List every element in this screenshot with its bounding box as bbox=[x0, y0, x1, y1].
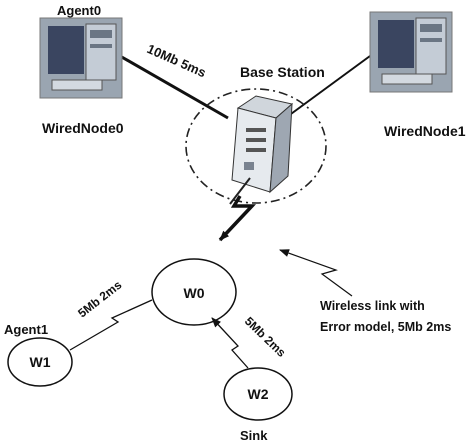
wireless-node-w0: W0 bbox=[151, 258, 237, 326]
w1-label: W1 bbox=[30, 354, 51, 370]
w2-circle bbox=[223, 367, 293, 421]
wireless-node-w1: Agent1 W1 bbox=[4, 322, 73, 387]
antenna-icon bbox=[229, 177, 251, 205]
wired-link-node1-base bbox=[279, 55, 371, 123]
wired-node-1: WiredNode1 bbox=[369, 11, 466, 139]
sink-label: Sink bbox=[240, 428, 268, 443]
annotation-line-2: Error model, 5Mb 2ms bbox=[320, 320, 451, 334]
w2-w0-link-label: 5Mb 2ms bbox=[242, 314, 289, 360]
computer-icon bbox=[39, 17, 123, 99]
base-station-coverage bbox=[185, 88, 327, 204]
wired-node-0-label: WiredNode0 bbox=[42, 120, 124, 136]
w2-label: W2 bbox=[248, 386, 269, 402]
server-icon bbox=[231, 95, 294, 194]
wired-node-0: Agent0 WiredNode0 bbox=[39, 3, 124, 136]
wired-link-node0-base bbox=[119, 54, 229, 120]
agent1-label: Agent1 bbox=[4, 322, 48, 337]
w0-circle bbox=[151, 258, 237, 326]
computer-icon bbox=[369, 11, 453, 93]
annotation-pointer bbox=[279, 249, 353, 297]
agent0-label: Agent0 bbox=[57, 3, 101, 18]
base-station-label: Base Station bbox=[240, 64, 325, 80]
annotation-line-1: Wireless link with bbox=[320, 299, 425, 313]
w1-circle bbox=[7, 337, 73, 387]
wired-node-1-label: WiredNode1 bbox=[384, 123, 466, 139]
base-station: Base Station bbox=[185, 64, 327, 205]
w0-label: W0 bbox=[184, 285, 205, 301]
wireless-link-w2-w0 bbox=[211, 317, 249, 369]
w1-w0-link-label: 5Mb 2ms bbox=[75, 278, 124, 321]
wireless-node-w2: W2 Sink bbox=[223, 367, 293, 443]
wireless-link-w1-w0 bbox=[69, 299, 153, 351]
wireless-link-base-w0 bbox=[218, 195, 257, 242]
